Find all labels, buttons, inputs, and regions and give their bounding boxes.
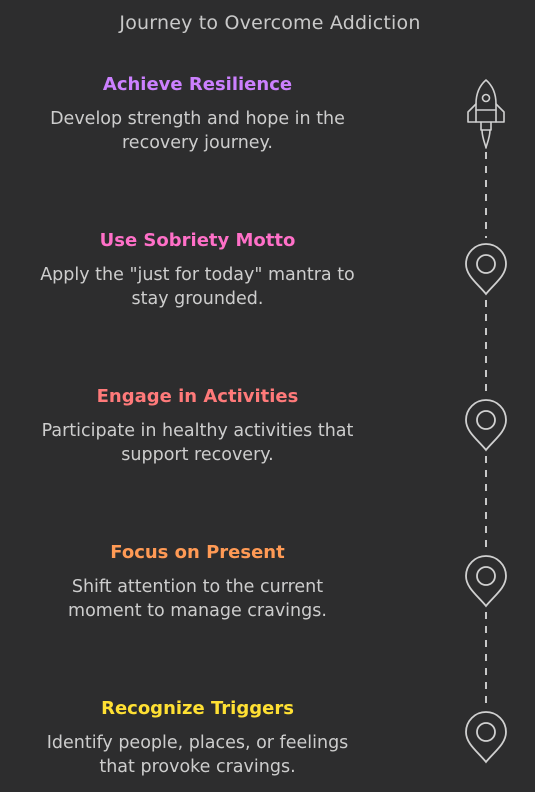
step-recognize-triggers: Recognize Triggers Identify people, plac… [0, 697, 395, 779]
step-description-line: support recovery. [121, 445, 274, 465]
rocket-icon [467, 79, 505, 149]
step-description-line: Participate in healthy activities that [41, 421, 354, 441]
step-description: Shift attention to the current moment to… [0, 575, 395, 623]
map-pin-icon [465, 555, 507, 608]
step-title: Recognize Triggers [101, 698, 294, 719]
step-title: Use Sobriety Motto [99, 230, 296, 251]
step-description: Participate in healthy activities that s… [0, 419, 395, 467]
step-description-line: Shift attention to the current [71, 577, 324, 597]
step-title: Engage in Activities [96, 386, 299, 407]
step-description-line: stay grounded. [131, 289, 264, 309]
step-description-line: recovery journey. [122, 133, 273, 153]
diagram-title: Journey to Overcome Addiction [119, 12, 421, 34]
step-description: Apply the "just for today" mantra to sta… [0, 263, 395, 311]
step-description-line: Develop strength and hope in the [50, 109, 345, 129]
step-use-sobriety-motto: Use Sobriety Motto Apply the "just for t… [0, 229, 395, 311]
step-description: Develop strength and hope in the recover… [0, 107, 395, 155]
step-title: Achieve Resilience [102, 74, 293, 95]
map-pin-icon [465, 243, 507, 296]
step-description-line: Apply the "just for today" mantra to [40, 265, 355, 285]
step-engage-in-activities: Engage in Activities Participate in heal… [0, 385, 395, 467]
map-pin-icon [465, 399, 507, 452]
map-pin-icon [465, 711, 507, 764]
step-focus-on-present: Focus on Present Shift attention to the … [0, 541, 395, 623]
step-title: Focus on Present [110, 542, 285, 563]
step-description-line: Identify people, places, or feelings [46, 733, 349, 753]
step-description-line: that provoke cravings. [99, 757, 296, 777]
step-achieve-resilience: Achieve Resilience Develop strength and … [0, 73, 395, 155]
step-description: Identify people, places, or feelings tha… [0, 731, 395, 779]
step-description-line: moment to manage cravings. [68, 601, 327, 621]
